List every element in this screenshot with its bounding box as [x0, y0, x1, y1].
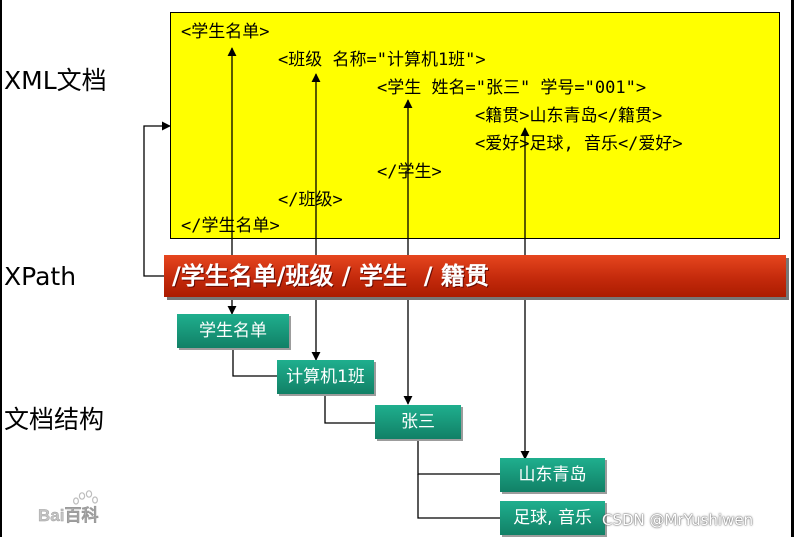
xml-line-root-open: <学生名单> [181, 22, 270, 42]
left-frame-edge [0, 0, 2, 537]
xpath-label: XPath [4, 262, 77, 291]
tree-edge-student-hobby [417, 474, 500, 519]
tree-node-root: 学生名单 [177, 314, 289, 348]
tree-edge-root-class [232, 347, 277, 377]
tree-node-class: 计算机1班 [277, 360, 374, 394]
tree-node-hometown: 山东青岛 [500, 458, 605, 492]
xml-line-class-open: <班级 名称="计算机1班"> [278, 50, 486, 70]
tree-edge-class-student [324, 394, 375, 424]
xml-line-hometown: <籍贯>山东青岛</籍贯> [475, 106, 663, 126]
xpath-expression-text: /学生名单/班级 / 学生 / 籍贯 [172, 262, 489, 290]
xml-line-student-open: <学生 姓名="张三" 学号="001"> [377, 78, 647, 98]
right-frame-edge [791, 0, 794, 537]
xml-document-label: XML文档 [4, 66, 107, 95]
xml-document-box: <学生名单> <班级 名称="计算机1班"> <学生 姓名="张三" 学号="0… [170, 12, 780, 239]
xml-line-class-close: </班级> [278, 190, 343, 210]
baidu-baike-logo: Bai百科 [38, 490, 99, 525]
tree-edge-student-hometown [417, 440, 500, 475]
csdn-watermark: CSDN @MrYushiwen [602, 511, 754, 529]
document-structure-label: 文档结构 [4, 405, 105, 434]
xpath-to-xml-arrow [143, 121, 171, 277]
xpath-expression-bar: /学生名单/班级 / 学生 / 籍贯 [164, 255, 786, 297]
logo-text: Bai百科 [38, 505, 98, 525]
tree-node-student: 张三 [375, 405, 461, 439]
tree-node-hobby: 足球, 音乐 [500, 501, 605, 535]
